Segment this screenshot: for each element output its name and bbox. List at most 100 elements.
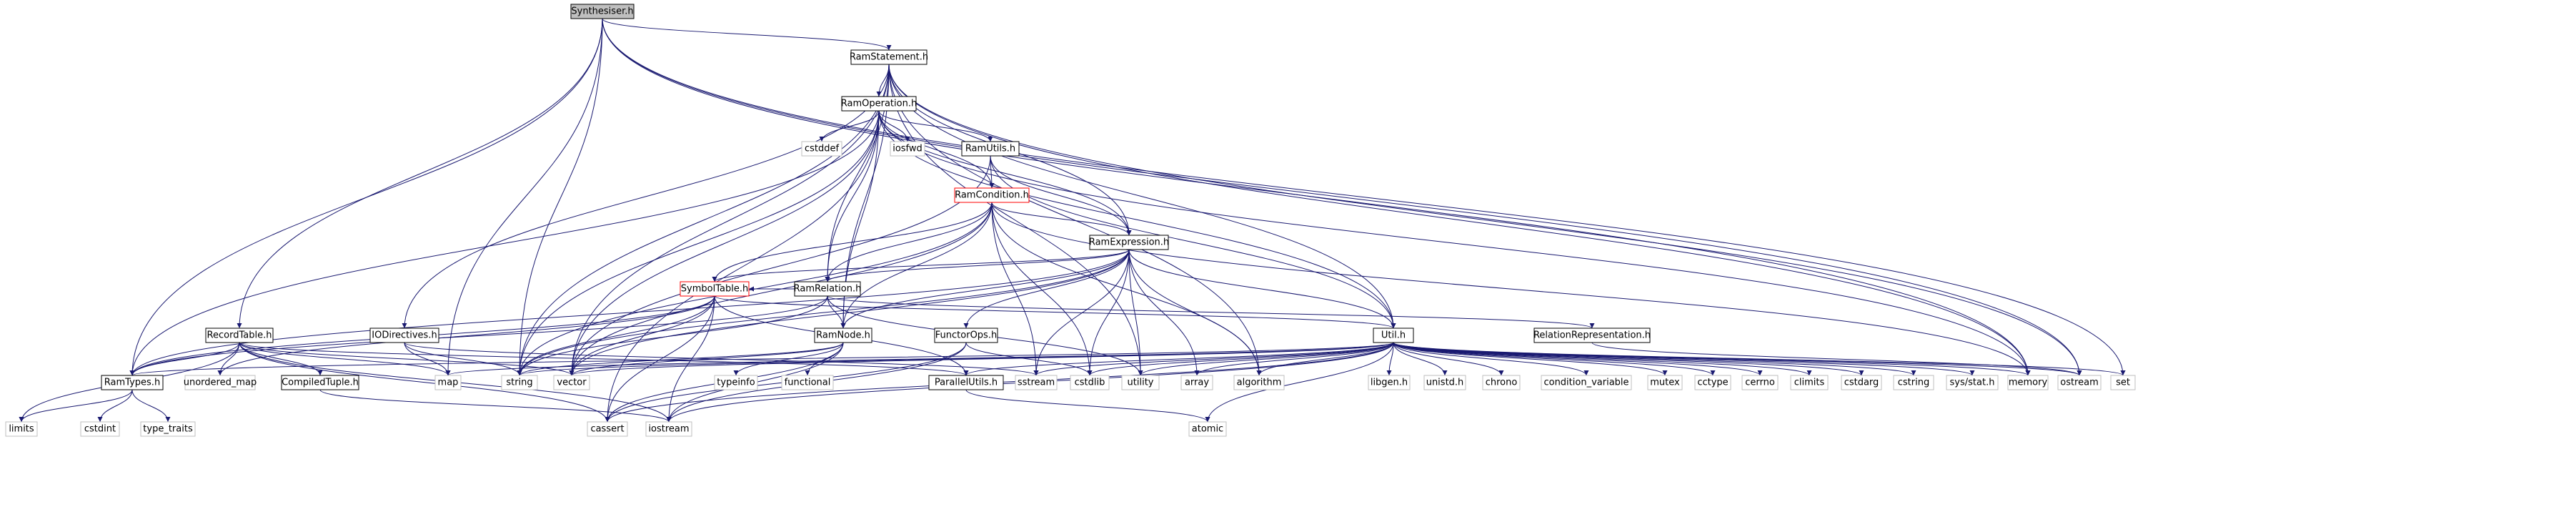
edge-arrow: [888, 64, 1396, 329]
node-box[interactable]: [680, 281, 750, 297]
node-box[interactable]: [1089, 235, 1169, 250]
node-box[interactable]: [814, 328, 872, 343]
edge-recordtable_h-to-cassert: [239, 342, 610, 423]
node-box[interactable]: [101, 375, 164, 390]
node-label: IODirectives.h: [372, 330, 437, 341]
edge-util_h-to-utility: [1138, 342, 1394, 376]
edge-arrow: [825, 202, 993, 282]
edge-compiledtuple_h-to-iostream: [319, 389, 672, 423]
edge-recordtable_h-to-parallelutils_h: [239, 342, 969, 376]
edge-synthesiser_h-to-recordtable_h: [237, 18, 603, 329]
node-label: cstdlib: [1075, 378, 1105, 388]
node-label: cctype: [1697, 378, 1728, 388]
node-label: string: [506, 378, 532, 388]
edge-ramoperation_h-to-vector: [569, 110, 880, 376]
node-box[interactable]: [928, 375, 1004, 390]
node-box[interactable]: [570, 4, 635, 19]
node-array: array: [1180, 375, 1213, 390]
edge-arrow: [517, 342, 844, 376]
edge-arrow: [714, 295, 1396, 329]
node-ramoperation-h[interactable]: RamOperation.h: [841, 96, 917, 112]
node-label: RamStatement.h: [850, 52, 928, 63]
node-cctype: cctype: [1694, 375, 1731, 390]
edge-arrow: [129, 342, 240, 376]
node-box[interactable]: [1373, 328, 1414, 343]
node-label: cstdarg: [1844, 378, 1879, 388]
edge-arrow: [239, 342, 323, 376]
node-box: [553, 375, 590, 390]
edge-arrow: [517, 18, 603, 376]
edge-arrow: [1393, 342, 1448, 376]
edge-arrow: [517, 295, 828, 376]
node-box[interactable]: [841, 96, 917, 112]
edge-ramoperation_h-to-ramtypes_h: [129, 110, 880, 376]
node-box[interactable]: [954, 187, 1030, 203]
node-label: Util.h: [1381, 330, 1406, 341]
node-functorops-h[interactable]: FunctorOps.h: [934, 328, 998, 343]
node-box: [5, 421, 38, 437]
node-parallelutils-h[interactable]: ParallelUtils.h: [928, 375, 1004, 390]
edge-arrow: [1393, 342, 2082, 376]
edge-arrow: [1591, 342, 2082, 376]
edge-util_h-to-sstream: [1033, 342, 1394, 376]
node-compiledtuple-h[interactable]: CompiledTuple.h: [281, 375, 359, 390]
node-label: atomic: [1192, 424, 1223, 435]
edge-arrow: [605, 110, 880, 423]
node-cassert: cassert: [587, 421, 628, 437]
node-box: [1790, 375, 1829, 390]
edge-arrow: [404, 342, 522, 376]
edge-arrow: [1256, 342, 1394, 376]
node-cstdlib: cstdlib: [1070, 375, 1110, 390]
node-box[interactable]: [205, 328, 274, 343]
node-ramnode-h[interactable]: RamNode.h: [814, 328, 872, 343]
node-box[interactable]: [1533, 328, 1651, 343]
edge-arrow: [1393, 342, 1589, 376]
node-box[interactable]: [961, 141, 1020, 157]
node-relationrepresentation-h[interactable]: RelationRepresentation.h: [1533, 328, 1651, 343]
edge-symboltable_h-to-string: [517, 295, 715, 376]
node-box[interactable]: [850, 49, 928, 65]
node-ramstatement-h[interactable]: RamStatement.h: [850, 49, 928, 65]
node-ramexpression-h[interactable]: RamExpression.h: [1089, 235, 1169, 250]
edge-synthesiser_h-to-map: [445, 18, 603, 376]
edge-ramoperation_h-to-ramexpression_h: [878, 110, 1132, 236]
node-synthesiser-h[interactable]: Synthesiser.h: [570, 4, 635, 19]
node-climits: climits: [1790, 375, 1829, 390]
node-ramutils-h[interactable]: RamUtils.h: [961, 141, 1020, 157]
edge-arrow: [991, 202, 2031, 376]
node-mutex: mutex: [1647, 375, 1683, 390]
edge-util_h-to-libgen_h: [1386, 342, 1394, 376]
node-ramrelation-h[interactable]: RamRelation.h: [794, 281, 862, 297]
node-util-h[interactable]: Util.h: [1373, 328, 1414, 343]
edge-ramnode_h-to-functional: [805, 342, 844, 376]
node-cstdarg: cstdarg: [1841, 375, 1882, 390]
node-box[interactable]: [934, 328, 998, 343]
edge-synthesiser_h-to-set: [602, 18, 2126, 376]
node-box[interactable]: [281, 375, 359, 390]
edge-arrow: [963, 249, 1130, 329]
edge-symboltable_h-to-util_h: [714, 295, 1396, 329]
node-iodirectives-h[interactable]: IODirectives.h: [369, 328, 439, 343]
edge-arrow: [129, 295, 828, 376]
node-ramcondition-h[interactable]: RamCondition.h: [954, 187, 1030, 203]
edge-util_h-to-cctype: [1393, 342, 1716, 376]
edge-symboltable_h-to-unordered_map: [217, 295, 715, 376]
edge-ramtypes_h-to-cstdint: [97, 389, 133, 423]
node-ramtypes-h[interactable]: RamTypes.h: [101, 375, 164, 390]
edge-arrow: [888, 64, 1143, 376]
edge-arrow: [239, 342, 451, 376]
edge-arrow: [445, 18, 603, 376]
node-symboltable-h[interactable]: SymbolTable.h: [680, 281, 750, 297]
edge-ramoperation_h-to-ramutils_h: [878, 110, 993, 142]
node-recordtable-h[interactable]: RecordTable.h: [205, 328, 274, 343]
node-box[interactable]: [369, 328, 439, 343]
edge-util_h-to-parallelutils_h: [963, 342, 1394, 376]
node-label: functional: [785, 378, 831, 388]
node-box[interactable]: [794, 281, 861, 297]
node-label: vector: [557, 378, 587, 388]
edge-util_h-to-ostream: [1393, 342, 2082, 376]
edge-ramoperation_h-to-string: [517, 110, 880, 376]
node-box: [1423, 375, 1466, 390]
node-cstdint: cstdint: [80, 421, 120, 437]
